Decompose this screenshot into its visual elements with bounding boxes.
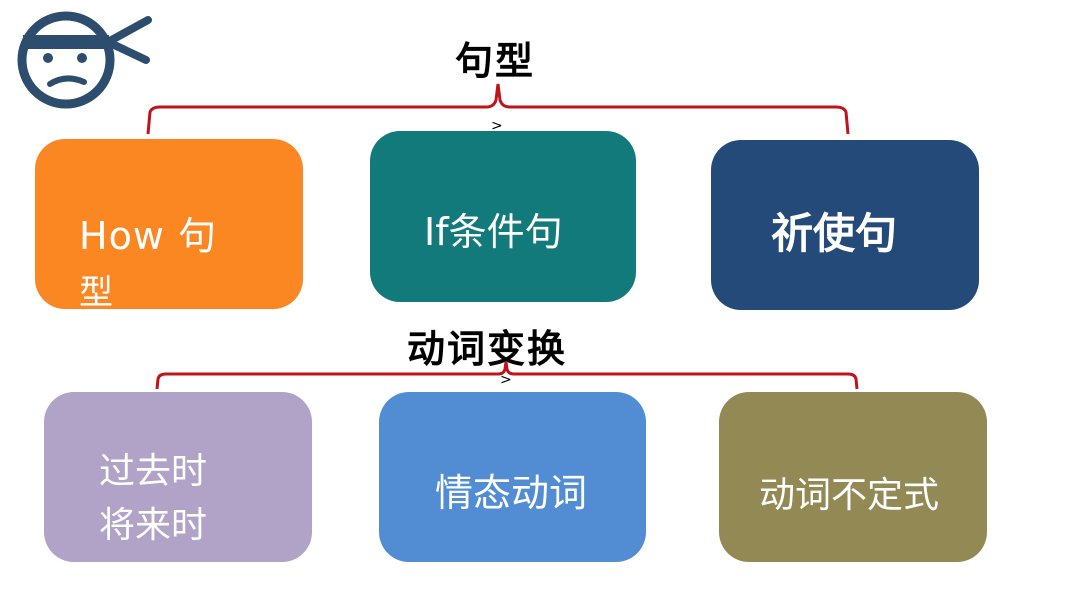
box-imperative[interactable]: 祈使句 [711,140,979,310]
ninja-face-icon [17,11,152,109]
arrow-glyph-top: > [491,118,503,134]
heading-verb-transform: 动词变换 [407,327,568,371]
box-infinitive-label: 动词不定式 [759,475,940,516]
arrow-glyph-bottom: > [500,372,512,388]
box-modal-verbs[interactable]: 情态动词 [379,392,646,562]
box-modal-label: 情态动词 [435,471,588,515]
box-how-sentence[interactable]: How 句 型 [35,139,303,313]
box-imperative-label: 祈使句 [771,209,898,258]
box-how-label-line1: How 句 [79,214,217,258]
box-if-conditional[interactable]: If条件句 [370,131,636,302]
box-infinitive[interactable]: 动词不定式 [719,392,987,562]
heading-sentence-types: 句型 [455,39,536,83]
box-if-label: If条件句 [424,210,563,254]
box-tense[interactable]: 过去时 将来时 [44,392,312,562]
box-how-label-line2: 型 [79,273,113,313]
box-tense-label-line2: 将来时 [99,505,208,546]
box-tense-label-line1: 过去时 [99,451,208,492]
